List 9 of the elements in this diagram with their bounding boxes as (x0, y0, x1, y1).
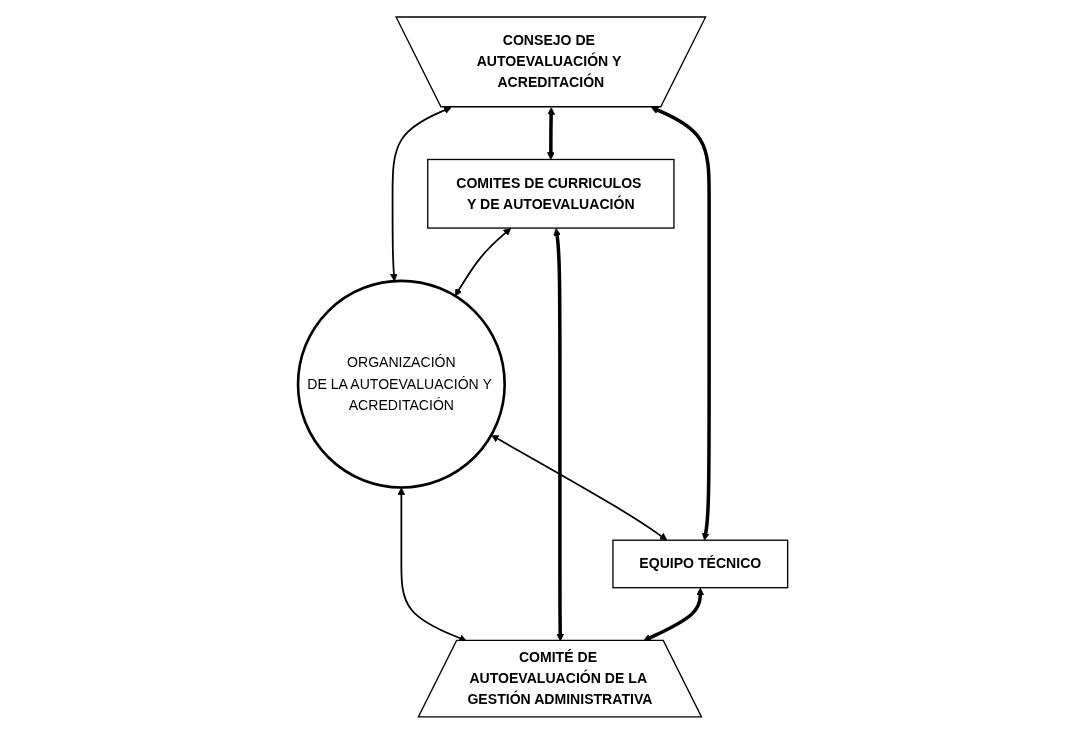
node-box: EQUIPO TÉCNICO (611, 539, 788, 589)
node-circle: ORGANIZACIÓN DE LA AUTOEVALUACIÓN Y ACREDITACIÓN (296, 279, 506, 489)
arrow (397, 487, 467, 642)
arrow (454, 227, 511, 297)
arrow (546, 107, 555, 160)
arrow (389, 106, 452, 282)
node-box: COMITES DE CURRICULOS Y DE AUTOEVALUACIÓN (426, 158, 675, 229)
arrow (490, 434, 667, 541)
arrow (650, 106, 711, 541)
